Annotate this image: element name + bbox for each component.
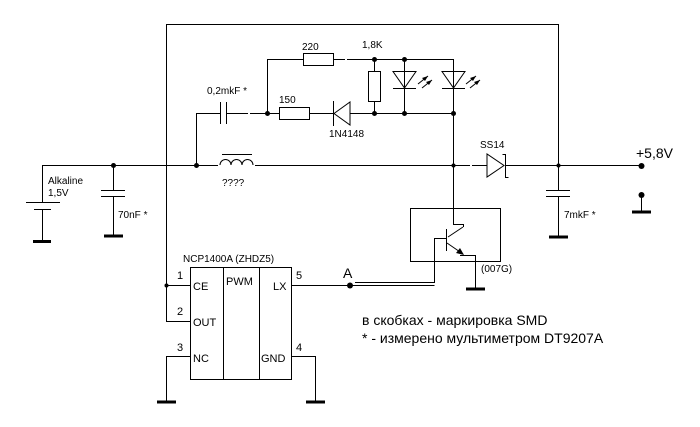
ic-pin-ce: CE: [193, 281, 208, 293]
ic-pwm-label: PWM: [226, 276, 253, 288]
capacitor-coupling: [196, 102, 279, 165]
resistor-220: [267, 53, 454, 113]
capacitor-output: [546, 165, 570, 239]
diode-ss14-label: SS14: [480, 140, 505, 151]
battery-voltage: 1,5V: [48, 188, 69, 199]
resistor-1-8k: [368, 59, 381, 113]
capacitor-input-label: 70nF *: [118, 210, 148, 221]
node-a-label: A: [343, 265, 353, 281]
ic-pin-4-number: 4: [296, 342, 302, 354]
ic-pin-out: OUT: [193, 317, 217, 329]
resistor-150-label: 150: [279, 95, 296, 106]
main-rail-wire: [42, 165, 640, 202]
ic-pin-5-number: 5: [296, 270, 302, 282]
ic-pin-gnd: GND: [261, 353, 286, 365]
capacitor-coupling-label: 0,2mkF *: [207, 86, 247, 97]
output-voltage-label: +5,8V: [636, 145, 674, 161]
led-1-icon: [392, 59, 433, 113]
resistor-220-label: 220: [302, 42, 319, 53]
ic-pin-2-number: 2: [177, 306, 183, 318]
ic-pin-lx: LX: [273, 281, 287, 293]
diode-ss14: [486, 153, 509, 178]
diode-1n4148: [333, 101, 454, 126]
ic-pin-nc: NC: [193, 353, 209, 365]
transistor-switch: [355, 208, 501, 291]
battery-symbol: [26, 202, 60, 243]
note-measured: * - измерено мультиметром DT9207A: [362, 330, 604, 346]
battery-label: Alkaline: [48, 176, 83, 187]
junction-dots: [111, 57, 561, 288]
node-a: [292, 282, 435, 289]
ic-ncp1400a: [157, 267, 325, 404]
output-terminal-ground: [632, 192, 651, 214]
transistor-marking: (007G): [481, 264, 512, 275]
output-terminal-positive: [638, 163, 645, 169]
note-smd-marking: в скобках - маркировка SMD: [362, 312, 547, 328]
resistor-150: [279, 107, 333, 120]
diode-1n4148-label: 1N4148: [329, 129, 364, 140]
led-2-icon: [441, 59, 481, 113]
ic-name: NCP1400A (ZHDZ5): [183, 254, 274, 265]
capacitor-input: [101, 165, 125, 238]
resistor-1-8k-label: 1,8K: [362, 40, 383, 51]
top-loop-wire: [166, 24, 559, 314]
capacitor-output-label: 7mkF *: [564, 210, 596, 221]
inductor-symbol: [219, 154, 254, 166]
ic-pin-1-number: 1: [177, 270, 183, 282]
inductor-label: ????: [222, 178, 245, 189]
ic-pin-3-number: 3: [177, 342, 183, 354]
